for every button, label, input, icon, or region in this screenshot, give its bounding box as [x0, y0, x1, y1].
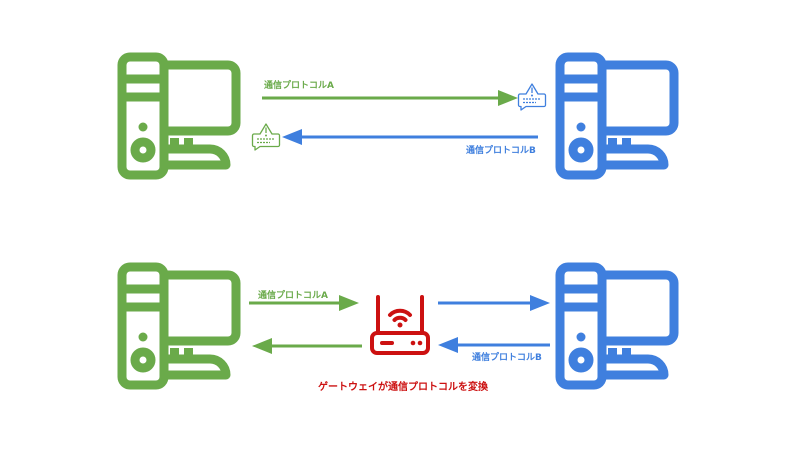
arrow-right-protocol-a — [262, 90, 518, 106]
right-computer-icon — [548, 255, 688, 395]
arrow-right-protocol-a — [249, 295, 359, 311]
protocol-a-label: 通信プロトコルA — [264, 81, 334, 91]
protocol-b-label: 通信プロトコルB — [472, 353, 542, 363]
router-icon — [370, 295, 430, 355]
alert-message-icon — [250, 120, 282, 152]
arrow-left-protocol-a — [252, 338, 362, 354]
arrow-left-protocol-b — [282, 129, 538, 145]
left-computer-icon — [110, 45, 250, 185]
left-computer-icon — [110, 255, 250, 395]
right-computer-icon — [548, 45, 688, 185]
arrow-left-protocol-b — [438, 337, 550, 353]
alert-message-icon — [516, 80, 548, 112]
gateway-caption: ゲートウェイが通信プロトコルを変換 — [318, 382, 488, 393]
protocol-a-label: 通信プロトコルA — [258, 291, 328, 301]
protocol-b-label: 通信プロトコルB — [466, 146, 536, 156]
arrow-right-protocol-b — [438, 295, 550, 311]
